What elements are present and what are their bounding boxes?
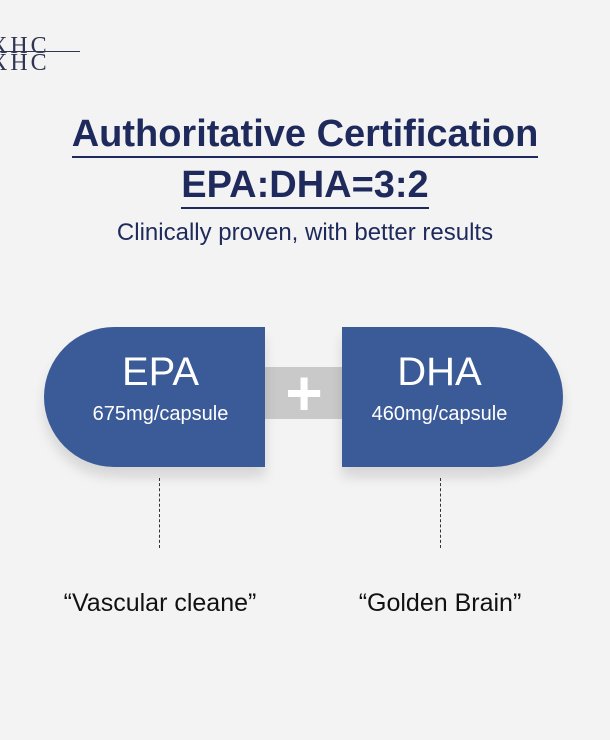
epa-label: EPA — [121, 350, 200, 394]
logo-divider — [0, 51, 80, 52]
plus-icon: + — [285, 357, 323, 429]
epa-caption: “Vascular cleane” — [63, 589, 257, 617]
epa-dose: 675mg/capsule — [92, 403, 229, 425]
capsule-connector — [262, 367, 346, 419]
dha-dose: 460mg/capsule — [371, 403, 508, 425]
title-line-2: EPA:DHA=3:2 — [181, 164, 429, 209]
epa-dashed-line — [159, 478, 160, 548]
dha-capsule: DHA 460mg/capsule — [342, 327, 563, 467]
epa-capsule: EPA 675mg/capsule — [44, 327, 265, 467]
logo-text-bottom: XHC — [0, 50, 50, 76]
brand-logo: XHC XHC — [0, 34, 90, 78]
logo-text-top: XHC — [0, 33, 50, 59]
title-line-1: Authoritative Certification — [71, 113, 539, 158]
page-title: Authoritative Certification — [0, 112, 610, 158]
dha-label: DHA — [397, 350, 482, 394]
dha-dashed-line — [440, 478, 441, 548]
ratio-heading: EPA:DHA=3:2 — [0, 163, 610, 209]
dha-caption: “Golden Brain” — [358, 589, 522, 617]
subtitle: Clinically proven, with better results — [116, 219, 494, 246]
